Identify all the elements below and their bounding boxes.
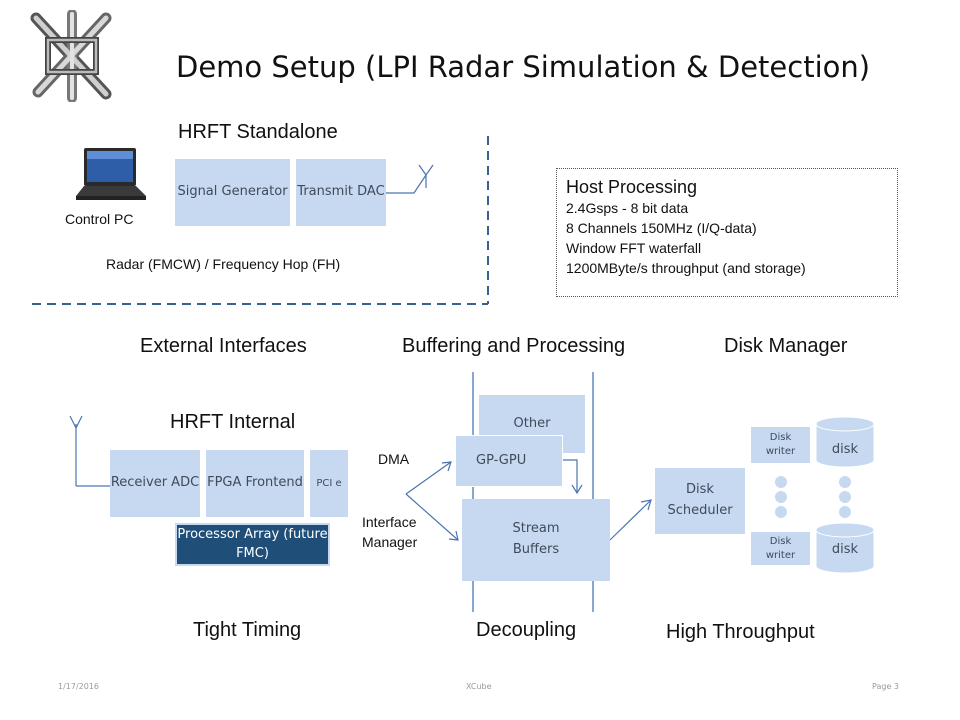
signal-generator-block: Signal Generator <box>175 159 290 226</box>
footer-center: XCube <box>466 682 492 691</box>
processor-array-block: Processor Array (future FMC) <box>175 523 330 566</box>
radar-caption: Radar (FMCW) / Frequency Hop (FH) <box>106 256 341 272</box>
disk-ellipsis <box>839 476 851 518</box>
control-pc-label: Control PC <box>65 211 134 227</box>
high-throughput-label: High Throughput <box>666 621 815 643</box>
disk-manager-heading: Disk Manager <box>724 335 848 357</box>
host-processing-line: 2.4Gsps - 8 bit data <box>566 200 689 216</box>
stream-buffers-block: Stream Buffers <box>462 499 610 581</box>
receive-antenna-icon <box>69 415 110 487</box>
disk-scheduler-block: Disk Scheduler <box>655 468 745 534</box>
gpgpu-label: GP-GPU <box>476 452 527 468</box>
hrft-internal-heading: HRFT Internal <box>170 411 296 433</box>
dma-label: DMA <box>378 451 410 467</box>
disk-bottom-label: disk <box>831 541 859 557</box>
disk-writer-ellipsis <box>775 476 787 518</box>
xcube-logo <box>30 10 112 102</box>
gpgpu-block: GP-GPU <box>455 435 563 487</box>
host-processing-line: Window FFT waterfall <box>566 240 702 256</box>
fpga-frontend-block: FPGA Frontend <box>206 450 304 517</box>
transmit-antenna-icon <box>386 164 434 194</box>
transmit-dac-block: Transmit DAC <box>296 159 386 226</box>
hrft-standalone-heading: HRFT Standalone <box>178 121 338 143</box>
disk-cylinder-top <box>815 416 875 468</box>
footer-date: 1/17/2016 <box>58 682 100 691</box>
tight-timing-label: Tight Timing <box>193 619 302 641</box>
disk-cylinder-bottom <box>815 522 875 574</box>
disk-writer-bottom: Disk writer <box>751 532 810 565</box>
external-interfaces-heading: External Interfaces <box>140 335 307 357</box>
disk-writer-top: Disk writer <box>751 427 810 463</box>
arrow-to-disk-scheduler <box>609 499 652 541</box>
receiver-adc-block: Receiver ADC <box>110 450 200 517</box>
footer-page: Page 3 <box>872 682 899 691</box>
arrow-to-stream-buffers <box>405 493 459 541</box>
interface-manager-label: Interface Manager <box>362 514 418 550</box>
pcie-block: PCI e <box>310 450 348 517</box>
disk-top-label: disk <box>831 441 859 457</box>
host-processing-title: Host Processing <box>566 177 698 197</box>
arrow-to-gpgpu <box>405 461 452 495</box>
decoupling-label: Decoupling <box>476 619 577 641</box>
page-title: Demo Setup (LPI Radar Simulation & Detec… <box>176 50 871 84</box>
arrow-gpgpu-to-buffers <box>563 459 578 493</box>
laptop-icon <box>76 148 146 200</box>
buffering-processing-heading: Buffering and Processing <box>402 335 626 357</box>
host-processing-line: 8 Channels 150MHz (I/Q-data) <box>566 220 757 236</box>
host-processing-box: Host Processing 2.4Gsps - 8 bit data 8 C… <box>556 168 898 297</box>
host-processing-line: 1200MByte/s throughput (and storage) <box>566 260 806 276</box>
